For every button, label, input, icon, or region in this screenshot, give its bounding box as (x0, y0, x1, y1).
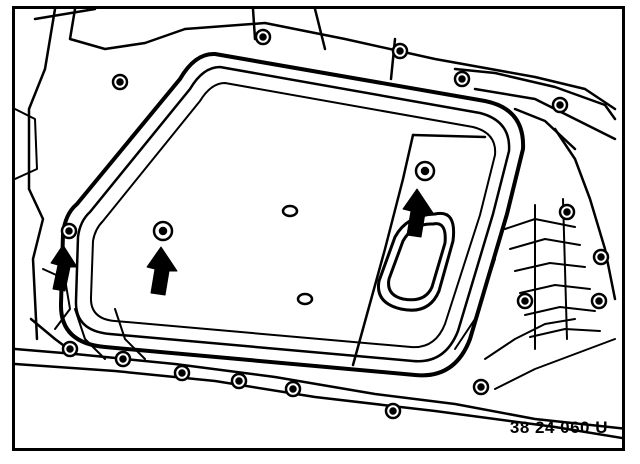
bolt-head (230, 372, 248, 390)
bolt-head (558, 203, 576, 221)
bolt-head (414, 160, 436, 182)
diagram-frame: 38 24 060 U (12, 6, 625, 451)
bolt-heads (60, 28, 610, 420)
bolt-head (516, 292, 534, 310)
technical-line-drawing (15, 9, 622, 440)
bolt-head (61, 340, 79, 358)
pan-face-holes (281, 204, 314, 306)
bolt-head (472, 378, 490, 396)
callout-arrow-left (50, 244, 78, 292)
bolt-head (111, 73, 129, 91)
bolt-head (152, 220, 174, 242)
side-rib-details (454, 198, 616, 390)
callout-arrow-center (146, 246, 178, 296)
oil-pan-flange (58, 51, 526, 378)
callout-arrows (50, 188, 434, 296)
bolt-head (590, 292, 608, 310)
bolt-head (551, 96, 569, 114)
bolt-head (384, 402, 402, 420)
bolt-head (284, 380, 302, 398)
oil-pan-panel (351, 133, 487, 367)
bolt-head (114, 350, 132, 368)
callout-arrow-right (402, 188, 434, 238)
bolt-head (453, 70, 471, 88)
bolt-head (592, 248, 610, 266)
bolt-head (254, 28, 272, 46)
bolt-head (173, 364, 191, 382)
bolt-head (60, 222, 78, 240)
bolt-head (391, 42, 409, 60)
figure-reference-code: 38 24 060 U (509, 418, 608, 437)
